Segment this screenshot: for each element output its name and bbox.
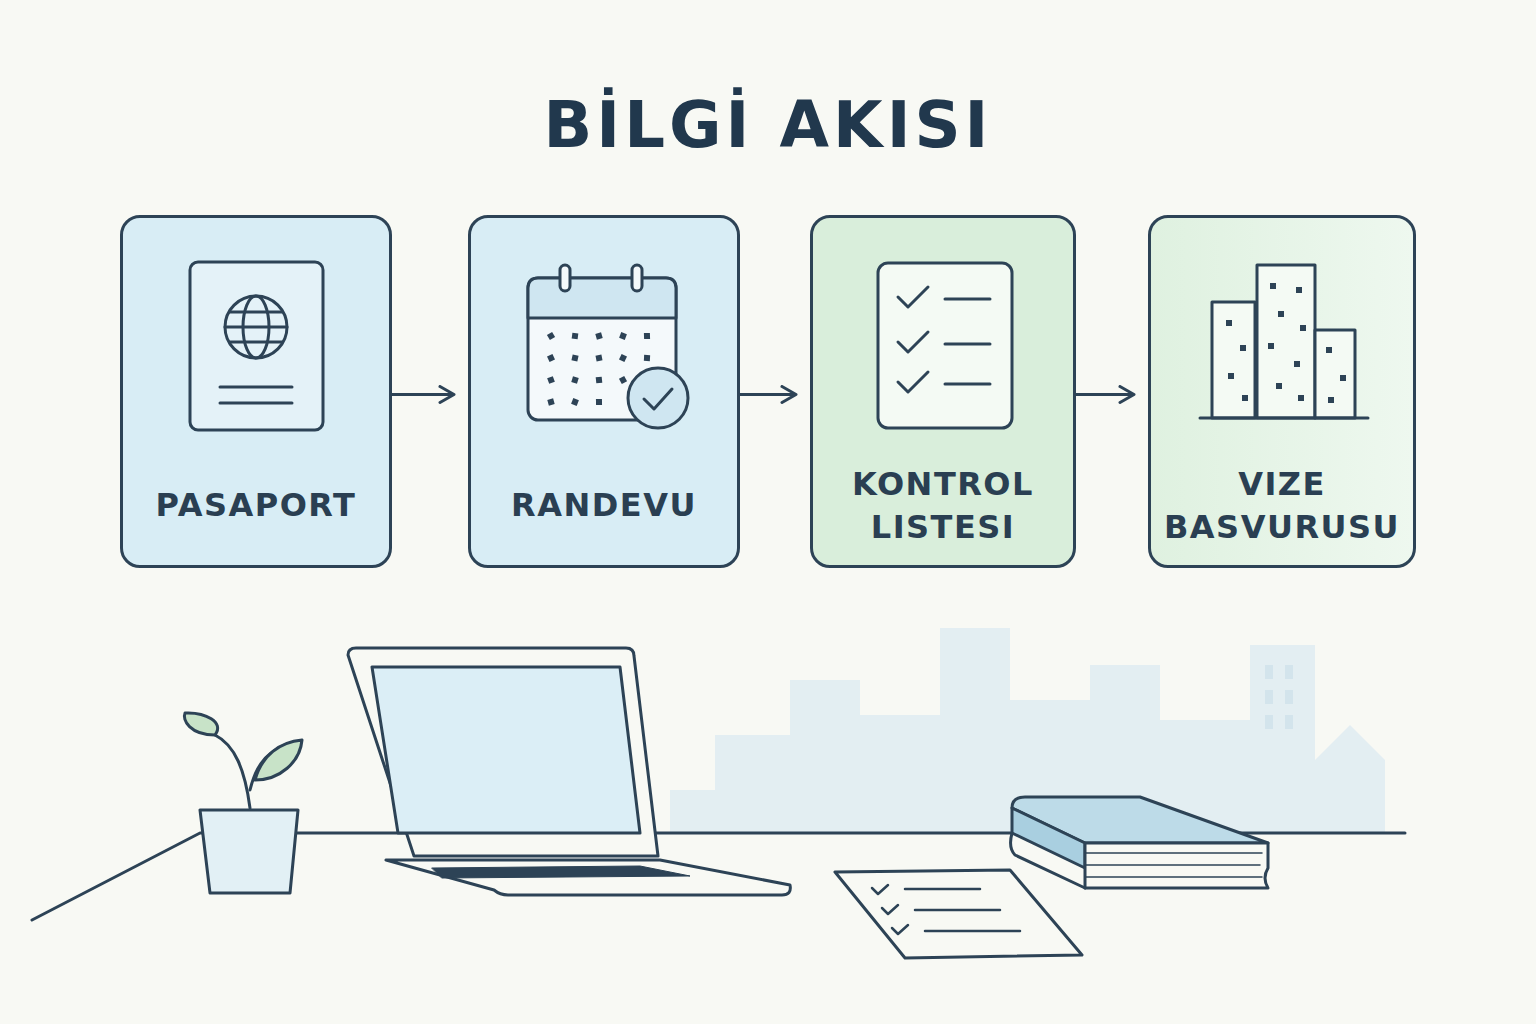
- box-label-area: KONTROL LISTESI: [823, 456, 1063, 556]
- box-label: VIZE BASVURUSU: [1161, 463, 1403, 549]
- flow-arrow: [1076, 393, 1134, 396]
- flow-arrow: [740, 393, 796, 396]
- plant: [184, 713, 302, 893]
- box-label: KONTROL LISTESI: [823, 463, 1063, 549]
- book: [1011, 797, 1268, 888]
- box-label-area: PASAPORT: [133, 456, 379, 556]
- laptop: [348, 648, 790, 895]
- process-box: RANDEVU: [468, 215, 740, 568]
- process-box: PASAPORT: [120, 215, 392, 568]
- skyline-windows: [1265, 665, 1293, 729]
- diagram-title: BİLGİ AKISI: [0, 88, 1536, 162]
- box-label: PASAPORT: [156, 484, 357, 527]
- flow-arrow: [392, 393, 454, 396]
- box-label-area: RANDEVU: [481, 456, 727, 556]
- checklist-paper: [835, 870, 1082, 958]
- box-label: RANDEVU: [511, 484, 697, 527]
- process-box: KONTROL LISTESI: [810, 215, 1076, 568]
- box-label-area: VIZE BASVURUSU: [1161, 456, 1403, 556]
- process-box: VIZE BASVURUSU: [1148, 215, 1416, 568]
